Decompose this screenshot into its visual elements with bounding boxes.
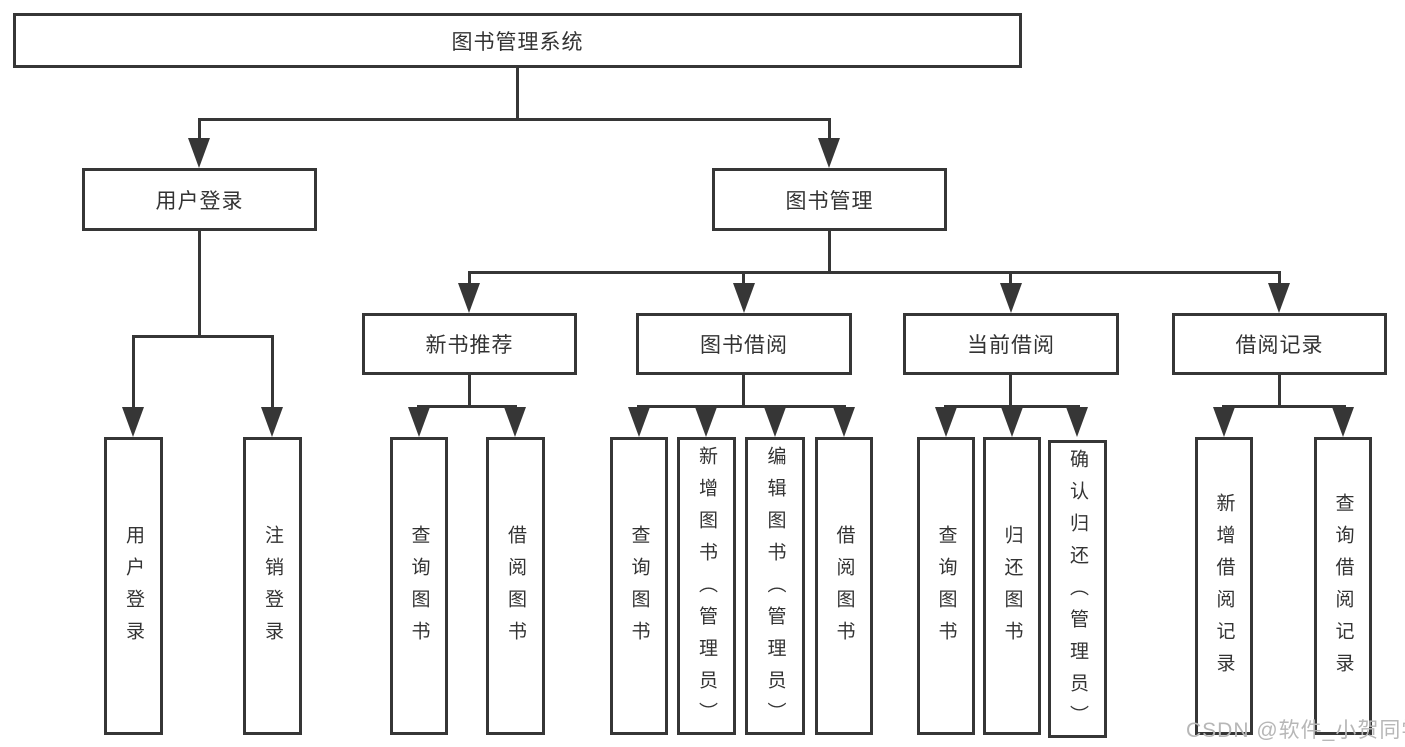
arrow-to-book-borrow (733, 283, 755, 313)
leaf-return-book: 归还图书 (983, 437, 1041, 735)
arrow-to-leaf-user-login (122, 407, 144, 437)
connector-current-borrow-bar (944, 405, 1080, 408)
csdn-watermark: CSDN @软件_小贺同学 (1186, 719, 1405, 742)
arrow-to-leaf-borrow-book-rec (504, 407, 526, 437)
arrow-to-leaf-add-book (695, 407, 717, 437)
leaf-query-book-borrow: 查询图书 (610, 437, 668, 735)
connector-book-borrow-stem (742, 375, 745, 408)
connector-root-stem (516, 68, 519, 121)
connector-book-mgmt-bar (468, 271, 1281, 274)
leaf-logout: 注销登录 (243, 437, 302, 735)
node-book-mgmt: 图书管理 (712, 168, 947, 231)
connector-book-borrow-bar (637, 405, 846, 408)
leaf-query-borrow-record: 查询借阅记录 (1314, 437, 1372, 735)
connector-borrow-record-stem (1278, 375, 1281, 408)
arrow-to-leaf-logout (261, 407, 283, 437)
arrow-to-leaf-query-book-rec (408, 407, 430, 437)
arrow-to-current-borrow (1000, 283, 1022, 313)
connector-book-mgmt-drop-1 (468, 271, 471, 288)
leaf-add-borrow-record: 新增借阅记录 (1195, 437, 1253, 735)
connector-root-bar (198, 118, 831, 121)
arrow-to-leaf-edit-book (764, 407, 786, 437)
arrow-to-borrow-record (1268, 283, 1290, 313)
arrow-to-user-login (188, 138, 210, 168)
arrow-to-leaf-confirm-return (1066, 407, 1088, 437)
connector-book-mgmt-drop-4 (1278, 271, 1281, 288)
arrow-to-book-mgmt (818, 138, 840, 168)
arrow-to-leaf-return-book (1001, 407, 1023, 437)
connector-book-mgmt-drop-3 (1009, 271, 1012, 288)
leaf-borrow-book-borrow: 借阅图书 (815, 437, 873, 735)
arrow-to-leaf-borrow-book-borrow (833, 407, 855, 437)
connector-user-login-drop-2 (271, 335, 274, 412)
connector-user-login-drop-1 (132, 335, 135, 412)
leaf-query-book-current: 查询图书 (917, 437, 975, 735)
arrow-to-new-book-rec (458, 283, 480, 313)
connector-new-book-rec-bar (417, 405, 517, 408)
connector-user-login-bar (132, 335, 274, 338)
arrow-to-leaf-query-record (1332, 407, 1354, 437)
connector-book-mgmt-stem (828, 231, 831, 274)
leaf-confirm-return-admin: 确认归还（管理员） (1048, 440, 1107, 738)
node-current-borrow: 当前借阅 (903, 313, 1119, 375)
node-new-book-rec: 新书推荐 (362, 313, 577, 375)
connector-book-mgmt-drop-2 (742, 271, 745, 288)
connector-user-login-stem (198, 231, 201, 338)
node-root: 图书管理系统 (13, 13, 1022, 68)
connector-root-drop-right (828, 118, 831, 145)
leaf-query-book-rec: 查询图书 (390, 437, 448, 735)
arrow-to-leaf-query-book-borrow (628, 407, 650, 437)
leaf-user-login: 用户登录 (104, 437, 163, 735)
connector-root-drop-left (198, 118, 201, 145)
connector-current-borrow-stem (1009, 375, 1012, 408)
node-book-borrow: 图书借阅 (636, 313, 852, 375)
arrow-to-leaf-add-record (1213, 407, 1235, 437)
leaf-borrow-book-rec: 借阅图书 (486, 437, 545, 735)
connector-new-book-rec-stem (468, 375, 471, 408)
node-user-login: 用户登录 (82, 168, 317, 231)
leaf-edit-book-admin: 编辑图书（管理员） (745, 437, 805, 735)
leaf-add-book-admin: 新增图书（管理员） (677, 437, 736, 735)
node-borrow-record: 借阅记录 (1172, 313, 1387, 375)
arrow-to-leaf-query-book-current (935, 407, 957, 437)
connector-borrow-record-bar (1222, 405, 1346, 408)
